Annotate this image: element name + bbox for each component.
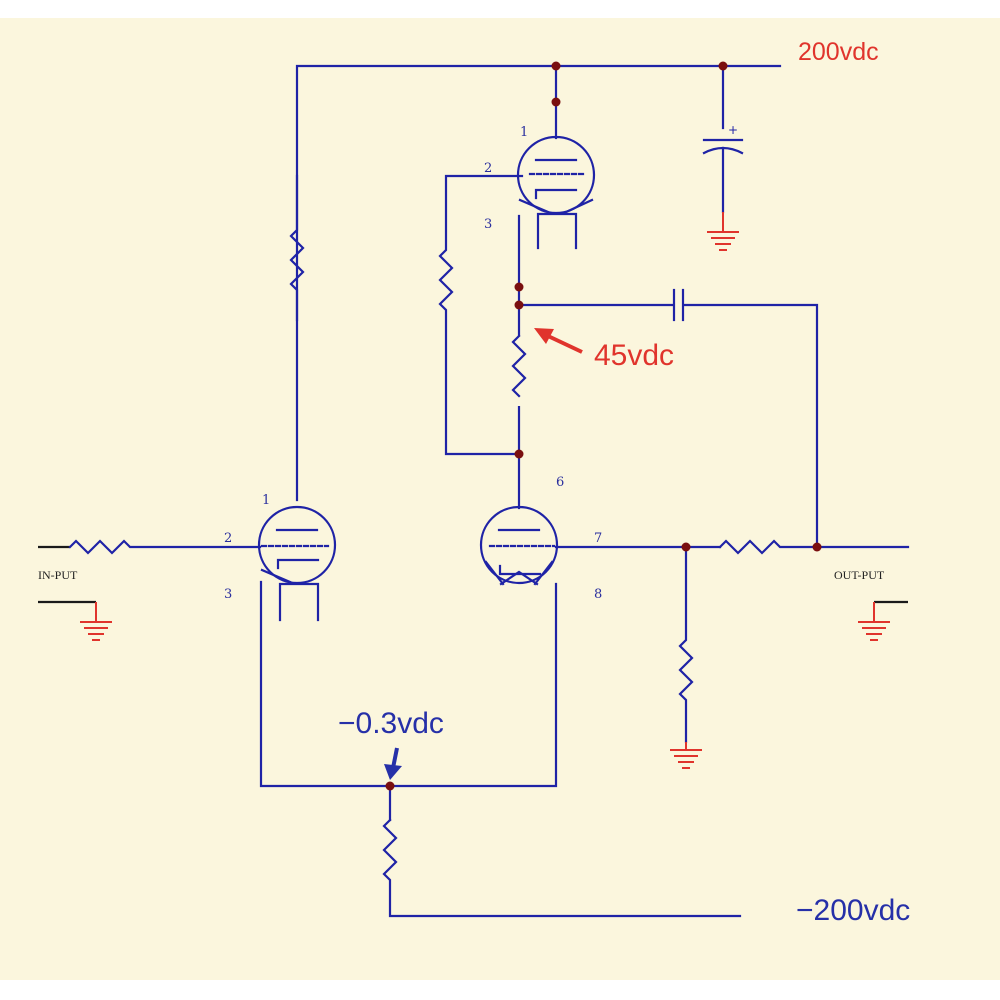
junction-dots	[385, 61, 822, 791]
tail-voltage-arrow	[384, 747, 402, 780]
schematic-background	[0, 18, 1000, 980]
rail-decoupling-capacitor: +	[702, 123, 744, 214]
lower-tube-pin-8: 8	[594, 587, 602, 602]
lower-tube-pin-7: 7	[594, 531, 602, 546]
output-label: OUT-PUT	[834, 568, 885, 582]
upper-tube-pin-2: 2	[484, 161, 492, 176]
ground-symbol-grid	[670, 742, 702, 769]
output-coupling-capacitor	[517, 288, 819, 549]
left-tube-pin-1: 1	[262, 493, 270, 508]
input-label: IN-PUT	[38, 568, 78, 582]
ground-symbol-capacitor	[707, 212, 739, 251]
input-resistor	[38, 539, 262, 555]
left-tube-pin-3: 3	[224, 587, 232, 602]
positive-rail	[295, 64, 782, 322]
positive-rail-label: 200vdc	[798, 38, 879, 66]
cathode-voltage-label: 45vdc	[594, 339, 674, 372]
ground-symbol-output	[858, 600, 908, 641]
ground-symbol-input	[38, 600, 112, 641]
lower-tube	[479, 452, 559, 586]
capacitor-polarity-mark: +	[728, 123, 738, 137]
cathode-voltage-arrow	[534, 328, 583, 354]
left-tube-pin-2: 2	[224, 531, 232, 546]
upper-tube-pin-3: 3	[484, 217, 492, 232]
left-tube	[257, 505, 337, 622]
lower-tube-pin-6: 6	[556, 475, 564, 490]
plate-load-resistor	[289, 174, 305, 502]
upper-tube-grid-wiring	[438, 174, 524, 456]
output-grid-network	[554, 539, 910, 744]
tail-voltage-label: −0.3vdc	[338, 707, 444, 740]
negative-rail-label: −200vdc	[796, 894, 910, 927]
upper-tube-pin-1: 1	[520, 125, 528, 140]
tail-wiring	[259, 580, 742, 918]
cathode-resistor	[510, 334, 530, 406]
